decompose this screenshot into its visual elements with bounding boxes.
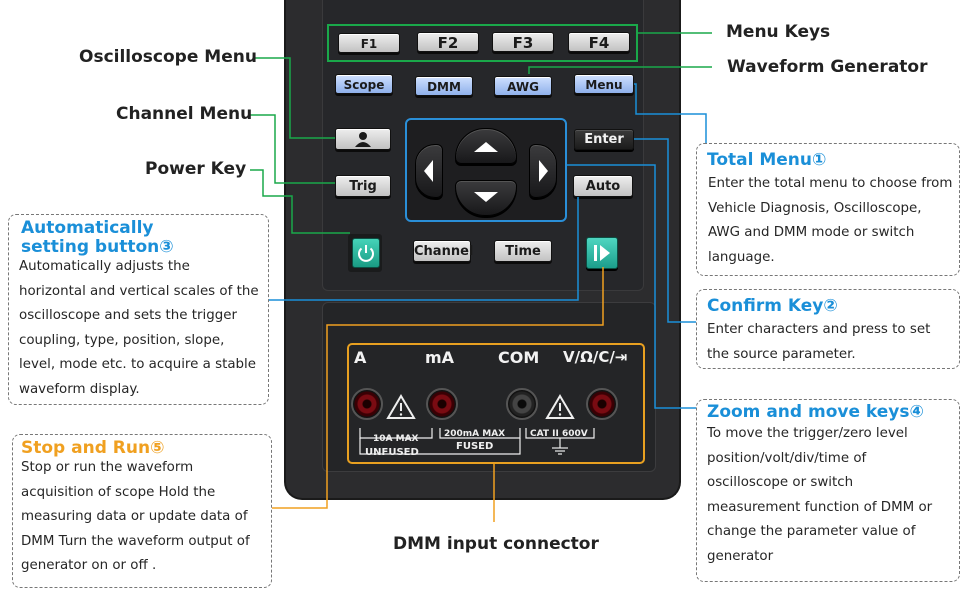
awg-key[interactable]: AWG [494,76,552,96]
terminal-com-label: COM [498,348,540,367]
terminal-ma-label: mA [425,348,455,367]
body-line: Enter characters and press to set [707,322,931,337]
arrow-down-icon [474,192,498,202]
menu-keys-highlight [327,24,638,62]
down-key[interactable] [455,180,517,216]
body-line: Enter the total menu to choose from [708,176,953,191]
callout-zoom-move-body: To move the trigger/zero level position/… [707,422,959,569]
arrow-up-icon [474,142,498,152]
callout-zoom-move-title: Zoom and move keys④ [707,402,924,422]
callout-confirm-key-title: Confirm Key② [707,296,838,316]
callout-confirm-key-body: Enter characters and press to set the so… [707,318,959,367]
channel-key[interactable]: Channel [413,240,473,262]
warning-icon [386,394,416,419]
dmm-panel [322,302,656,472]
arrow-left-icon [424,160,433,182]
body-line: position/volt/div/time of [707,450,867,466]
body-line: Vehicle Diagnosis, Oscilloscope, [708,200,922,216]
body-line: oscilloscope or switch [707,475,854,490]
rating-a-fuse: UNFUSED [365,447,419,458]
rating-ma: 200mA MAX [444,429,506,439]
up-key[interactable] [455,128,517,164]
body-line: measuring data or update data of [21,509,248,524]
body-line: oscilloscope and sets the trigger [19,308,238,323]
body-line: level, mode etc. to acquire a stable [19,357,256,372]
trig-key[interactable]: Trig [335,175,391,197]
label-menu-keys: Menu Keys [726,22,831,42]
channel-menu-key[interactable] [335,128,391,150]
auto-key[interactable]: Auto [573,175,633,197]
body-line: To move the trigger/zero level [707,426,908,441]
body-line: the source parameter. [707,346,856,362]
person-icon [355,132,371,147]
body-line: horizontal and vertical scales of the [19,283,259,299]
title-line-1: Automatically [21,218,154,238]
body-line: generator [707,548,774,564]
right-key[interactable] [529,144,557,198]
callout-auto-set-title: Automatically setting button③ [21,219,174,257]
terminal-v-label: V/Ω/C/⇥ [563,348,628,366]
zoom-move-keys [405,118,567,222]
power-key[interactable] [348,234,382,272]
body-line: Automatically adjusts the [19,259,190,274]
title-line-2: setting button③ [21,237,174,257]
body-line: change the parameter value of [707,524,916,539]
left-key[interactable] [415,144,443,198]
arrow-right-icon [539,160,548,182]
body-line: AWG and DMM mode or switch [708,225,915,240]
dmm-key[interactable]: DMM [415,76,473,96]
callout-confirm-key: Confirm Key② Enter characters and press … [696,289,960,369]
callout-stop-run-title: Stop and Run⑤ [21,438,165,458]
enter-key[interactable]: Enter [574,129,634,150]
callout-auto-set-body: Automatically adjusts the horizontal and… [19,255,269,402]
rating-brackets [359,428,595,455]
label-power-key: Power Key [145,159,247,179]
body-line: acquisition of scope Hold the [21,484,216,500]
callout-zoom-move: Zoom and move keys④ To move the trigger/… [696,399,960,582]
body-line: measurement function of DMM or [707,499,933,515]
jack-com[interactable] [506,388,538,420]
power-key-face [352,238,380,268]
rating-a: 10A MAX [373,434,419,444]
body-line: waveform display. [19,381,140,397]
callout-stop-run: Stop and Run⑤ Stop or run the waveform a… [12,434,272,588]
callout-auto-set: Automatically setting button③ Automatica… [8,214,269,405]
body-line: Stop or run the waveform [21,460,194,475]
jack-v[interactable] [586,388,618,420]
dmm-connector-box [347,343,645,464]
body-line: generator on or off . [21,558,157,573]
warning-icon [545,394,575,419]
f1-key[interactable]: F1 [338,33,400,53]
f2-key[interactable]: F2 [417,32,479,52]
label-waveform-generator: Waveform Generator [727,57,928,77]
callout-total-menu: Total Menu① Enter the total menu to choo… [696,143,960,276]
menu-key[interactable]: Menu [574,74,634,94]
terminal-a-label: A [354,348,367,367]
label-dmm-input: DMM input connector [393,534,599,554]
jack-ma[interactable] [426,388,458,420]
time-key[interactable]: Time [494,240,552,262]
body-line: DMM Turn the waveform output of [21,533,250,549]
body-line: coupling, type, position, slope, [19,332,225,348]
jack-a[interactable] [351,388,383,420]
run-stop-key[interactable] [586,237,618,269]
callout-total-menu-title: Total Menu① [707,150,827,170]
rating-ma-fuse: FUSED [456,441,494,452]
scope-key[interactable]: Scope [335,74,393,94]
body-line: language. [708,249,775,265]
callout-total-menu-body: Enter the total menu to choose from Vehi… [708,172,960,270]
f4-key[interactable]: F4 [568,32,630,52]
rating-cat: CAT II 600V [530,429,588,439]
play-pause-icon [594,245,610,261]
callout-stop-run-body: Stop or run the waveform acquisition of … [21,456,271,579]
power-icon [358,245,374,262]
label-channel-menu: Channel Menu [116,104,253,124]
f3-key[interactable]: F3 [492,32,554,52]
label-oscilloscope-menu: Oscilloscope Menu [79,47,257,67]
